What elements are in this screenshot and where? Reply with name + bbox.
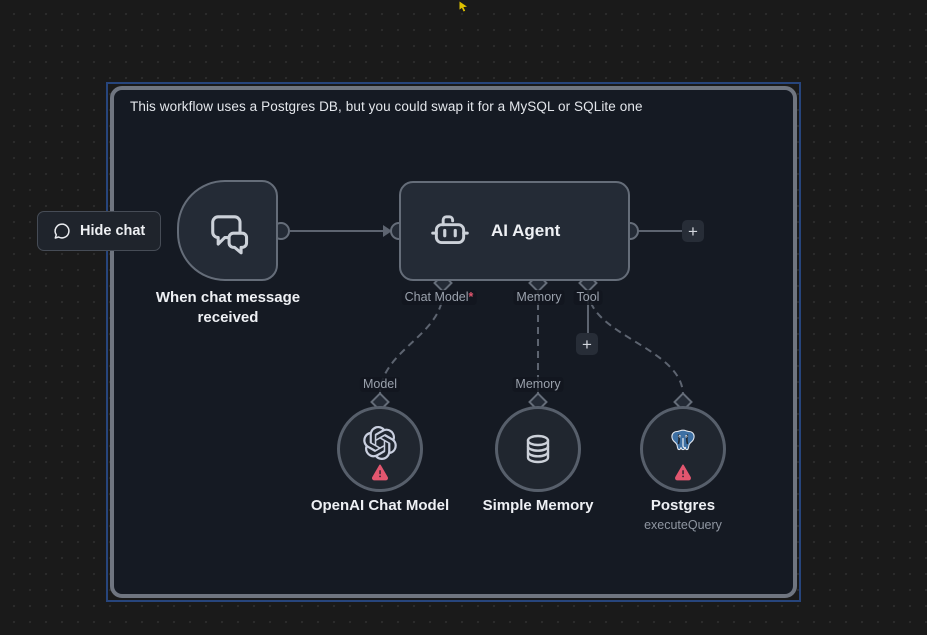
node-label-postgres: Postgres — [650, 497, 716, 514]
node-operation-postgres: executeQuery — [644, 518, 722, 532]
required-marker: * — [468, 290, 474, 304]
port-label-memory: Memory — [513, 290, 565, 305]
hide-chat-button[interactable]: Hide chat — [37, 211, 161, 251]
chat-bubbles-icon — [210, 214, 248, 254]
connection-label-memory: Memory — [512, 377, 564, 392]
postgresql-icon — [671, 429, 695, 451]
warning-icon — [372, 464, 388, 481]
port-label-chat-model: Chat Model* — [401, 290, 477, 305]
database-icon — [526, 434, 550, 464]
hide-chat-label: Hide chat — [80, 223, 146, 239]
connection-agent-postgres[interactable] — [587, 290, 684, 396]
sticky-note-text: This workflow uses a Postgres DB, but yo… — [130, 99, 643, 114]
node-label-chat-trigger: When chat message received — [155, 289, 301, 327]
node-label-simple-memory: Simple Memory — [482, 497, 594, 514]
openai-icon — [363, 426, 397, 460]
connection-arrowhead — [383, 225, 392, 237]
node-postgres[interactable] — [640, 406, 726, 492]
node-simple-memory[interactable] — [495, 406, 581, 492]
robot-icon — [431, 215, 469, 245]
sticky-note[interactable]: This workflow uses a Postgres DB, but yo… — [110, 86, 797, 598]
warning-icon — [675, 464, 691, 481]
add-tool-button[interactable]: + — [576, 333, 598, 355]
chat-bubble-icon — [54, 223, 70, 239]
connection-label-model: Model — [359, 377, 401, 392]
node-openai-chat-model[interactable] — [337, 406, 423, 492]
node-ai-agent[interactable]: AI Agent — [399, 181, 630, 281]
node-label-openai: OpenAI Chat Model — [310, 497, 450, 514]
sticky-selection-outline — [106, 82, 801, 602]
port-label-tool: Tool — [573, 290, 603, 305]
node-chat-trigger[interactable] — [177, 180, 278, 281]
node-title-ai-agent: AI Agent — [491, 221, 561, 240]
collaborator-cursor-icon — [459, 1, 467, 12]
add-node-button[interactable]: + — [682, 220, 704, 242]
